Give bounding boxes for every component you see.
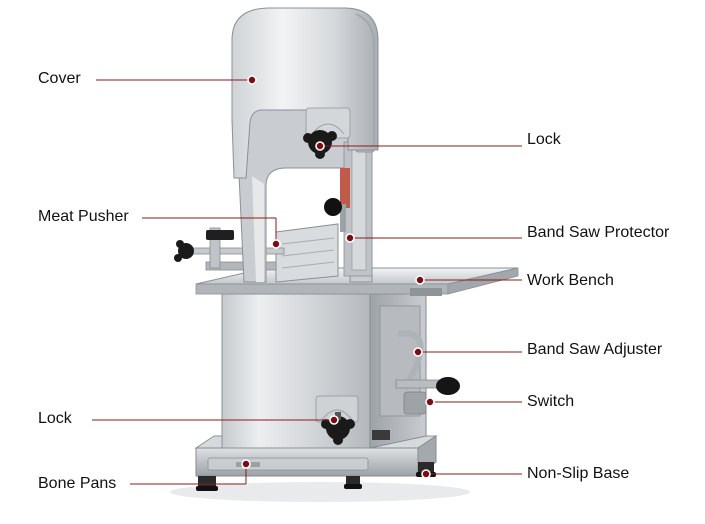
label-meat-pusher: Meat Pusher: [38, 208, 129, 225]
marker-band-saw-adjuster: [413, 347, 423, 357]
marker-work-bench: [415, 275, 425, 285]
label-lock-left: Lock: [38, 410, 72, 427]
label-work-bench: Work Bench: [527, 272, 614, 289]
marker-bone-pans: [241, 459, 251, 469]
meat-pusher: [174, 223, 339, 283]
marker-meat-pusher: [271, 239, 281, 249]
marker-lock-right: [315, 141, 325, 151]
marker-band-saw-protector: [345, 233, 355, 243]
label-non-slip-base: Non-Slip Base: [527, 465, 630, 482]
marker-lock-left: [329, 415, 339, 425]
label-switch: Switch: [527, 393, 575, 410]
saw-frame: [235, 109, 375, 283]
marker-cover: [247, 75, 257, 85]
adjuster-handle: [395, 330, 460, 415]
label-bone-pans: Bone Pans: [38, 475, 117, 492]
floor-shadow: [170, 482, 470, 502]
marker-switch: [425, 397, 435, 407]
leader-lines: [92, 79, 522, 485]
marker-non-slip-base: [421, 469, 431, 479]
label-cover: Cover: [38, 70, 81, 87]
protector-knob: [324, 198, 346, 232]
label-lock-right: Lock: [527, 131, 561, 148]
label-band-saw-adjuster: Band Saw Adjuster: [527, 341, 663, 358]
markers: [241, 75, 435, 479]
label-band-saw-protector: Band Saw Protector: [527, 224, 670, 241]
